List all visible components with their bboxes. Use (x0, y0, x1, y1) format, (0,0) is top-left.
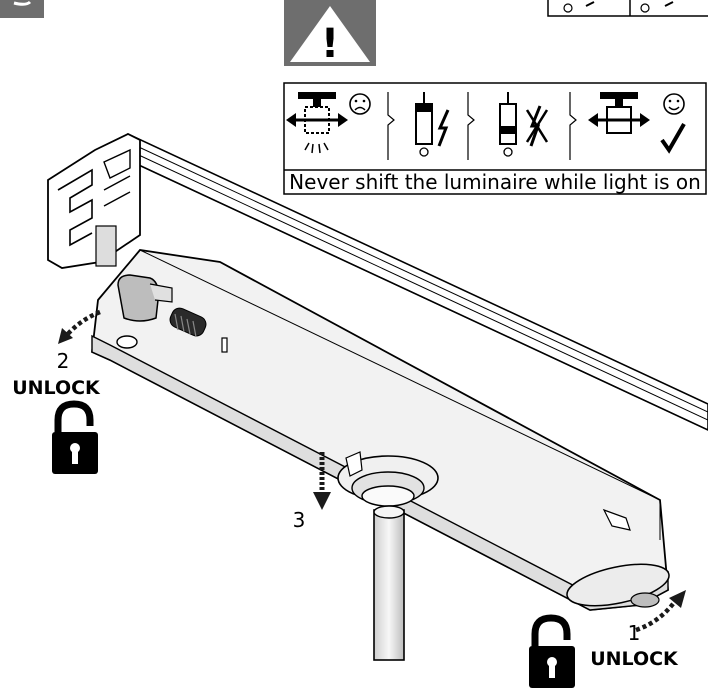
check-icon (660, 123, 686, 154)
lock-knob-1 (630, 592, 660, 608)
step-1-number: 1 (628, 621, 641, 645)
previous-step-frame (547, 0, 708, 17)
smiley-face-icon (663, 93, 685, 115)
step-3-number: 3 (293, 508, 306, 532)
warning-panel: ! (284, 0, 376, 67)
open-padlock-icon (52, 400, 98, 474)
switch-off-no-lightning-icon (499, 92, 549, 157)
lock-knob-2 (117, 274, 160, 322)
track-adapter-body (91, 249, 670, 611)
rotate-arrow-1 (635, 590, 686, 633)
previous-step-corner-icon (0, 0, 44, 18)
sad-face-icon (349, 93, 371, 115)
warning-symbol: ! (321, 21, 339, 67)
shift-luminaire-light-off-icon (588, 92, 650, 134)
rotate-arrow-2 (58, 309, 101, 344)
warning-sequence-box: Never shift the luminaire while light is… (283, 82, 707, 195)
shift-luminaire-light-on-icon (286, 92, 348, 154)
exclamation-triangle-icon (290, 6, 370, 62)
pendant-rod (373, 509, 405, 661)
step-2-label: UNLOCK (12, 377, 101, 399)
grip-wheel (169, 307, 207, 338)
pendant-connector (337, 451, 439, 661)
switch-on-lightning-icon (415, 92, 450, 157)
track-rail (47, 132, 708, 431)
open-padlock-icon (529, 614, 575, 688)
step-2-number: 2 (57, 349, 70, 373)
pull-down-arrow-3 (313, 452, 331, 510)
step-1-label: UNLOCK (590, 648, 679, 670)
warning-caption: Never shift the luminaire while light is… (289, 170, 701, 194)
